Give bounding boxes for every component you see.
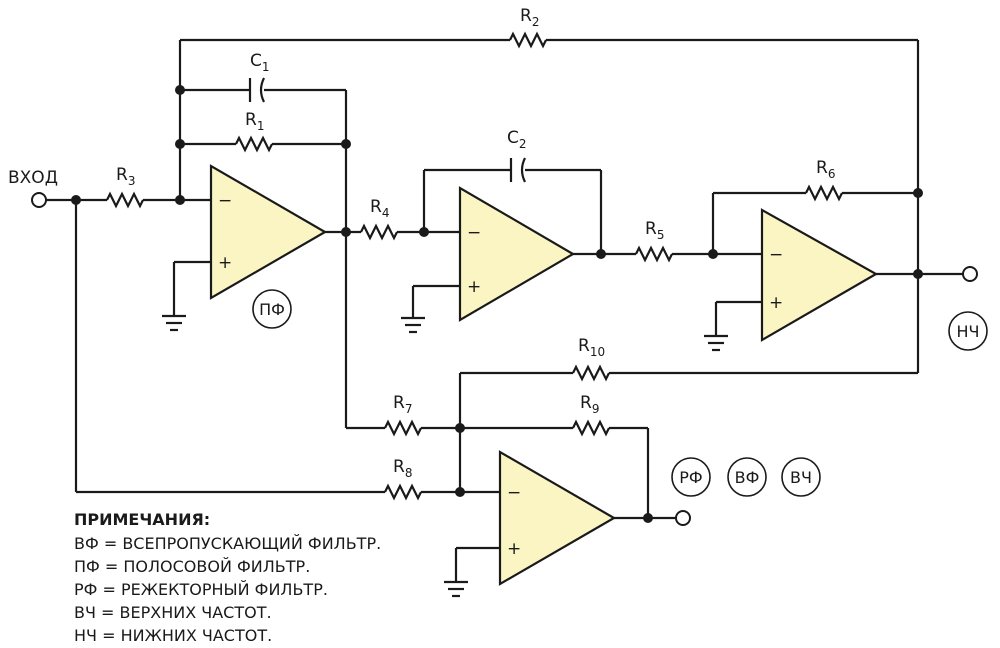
junctions [71,85,923,523]
opamp-3-plus: + [769,293,783,313]
resistor-r7 [384,419,422,437]
badge-hp: ВЧ [781,457,821,497]
label-c1: C1 [250,51,270,74]
badge-notch: РФ [671,457,711,497]
opamp-1 [209,164,328,300]
notch-output-terminal [675,510,691,526]
svg-text:ВФ: ВФ [735,468,760,487]
input-label: ВХОД [8,168,58,188]
badge-allpass: ВФ [727,457,767,497]
resistor-r4 [360,223,398,241]
label-r9: R9 [580,393,599,416]
badge-lp: НЧ [948,311,988,351]
label-r4: R4 [370,197,389,220]
note-line: ВЧ = ВЕРХНИХ ЧАСТОТ. [74,603,272,622]
ground-op2 [401,316,425,334]
note-line: НЧ = НИЖНИХ ЧАСТОТ. [74,626,273,645]
label-r2: R2 [520,6,539,29]
resistor-r1 [235,135,273,153]
notes-title: ПРИМЕЧАНИЯ: [74,510,211,529]
label-r1: R1 [245,110,264,133]
ground-op3 [704,334,728,352]
opamp-3 [760,208,879,342]
note-line: ПФ = ПОЛОСОВОЙ ФИЛЬТР. [74,557,311,576]
label-r8: R8 [393,457,412,480]
resistor-r8 [384,483,422,501]
note-line: ВФ = ВСЕПРОПУСКАЮЩИЙ ФИЛЬТР. [74,534,382,553]
label-r3: R3 [116,165,135,188]
opamp-1-minus: − [218,191,232,211]
note-line: РФ = РЕЖЕКТОРНЫЙ ФИЛЬТР. [74,580,328,599]
svg-text:ВЧ: ВЧ [790,468,812,487]
opamp-1-plus: + [218,253,232,273]
resistor-r9 [572,419,610,437]
capacitor-c2 [509,157,526,183]
opamp-2-plus: + [467,277,481,297]
resistor-r10 [572,364,610,382]
ground-op1 [162,314,186,332]
resistor-r6 [805,184,843,202]
capacitor-c1 [248,77,265,103]
label-r5: R5 [645,219,664,242]
opamp-4-minus: − [507,483,521,503]
label-r7: R7 [393,393,412,416]
ground-op4 [444,580,468,598]
label-r6: R6 [816,158,835,181]
input-terminal [31,192,47,208]
svg-text:НЧ: НЧ [957,322,980,341]
opamp-4-plus: + [507,539,521,559]
opamp-4 [498,450,617,586]
badge-bp: ПФ [252,289,292,329]
opamp-3-minus: − [769,245,783,265]
resistor-r2 [509,31,547,49]
resistors [106,31,843,501]
label-c2: C2 [507,128,527,151]
resistor-r5 [635,245,673,263]
svg-text:ПФ: ПФ [259,300,285,319]
resistor-r3 [106,191,144,209]
opamp-2-minus: − [467,223,481,243]
svg-text:РФ: РФ [679,468,702,487]
label-r10: R10 [578,336,605,359]
lp-output-terminal [962,266,978,282]
opamp-2 [458,186,576,322]
